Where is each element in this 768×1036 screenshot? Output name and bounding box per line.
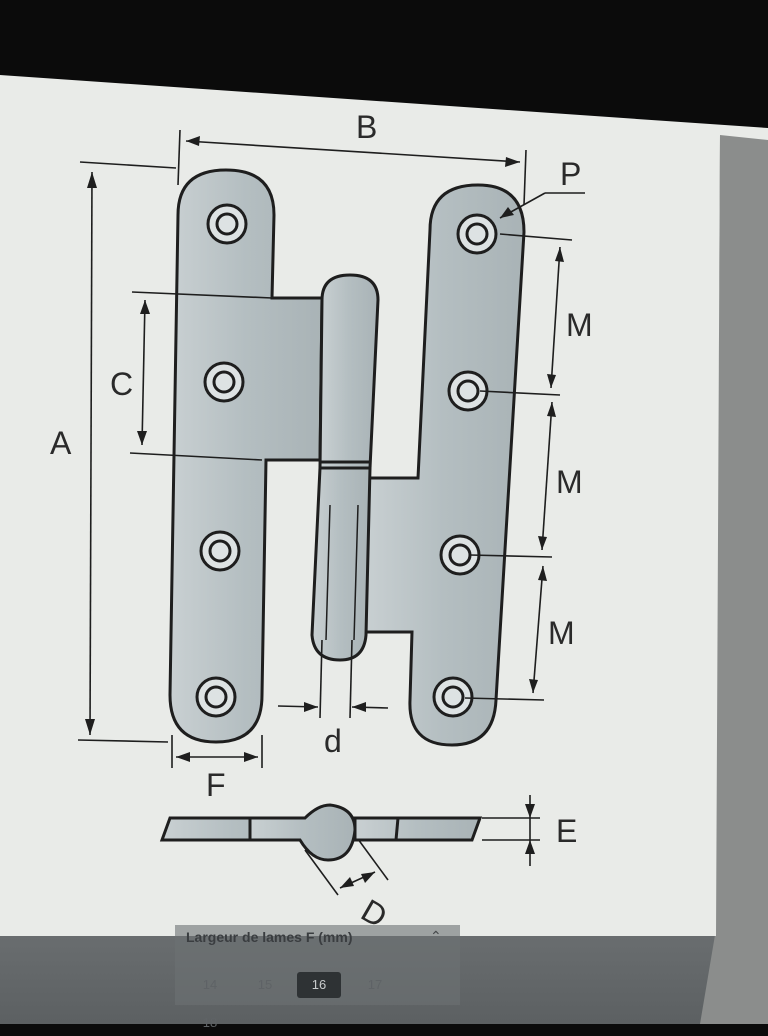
label-C: C xyxy=(110,366,133,402)
label-E: E xyxy=(556,813,577,849)
label-F: F xyxy=(206,767,226,803)
filter-option-14[interactable]: 14 xyxy=(202,977,218,992)
label-M-3: M xyxy=(548,615,575,651)
label-B: B xyxy=(356,109,377,145)
arrowheads xyxy=(85,136,564,888)
filter-title: Largeur de lames F (mm) xyxy=(186,929,353,945)
filter-option-18[interactable]: 18 xyxy=(202,1015,218,1030)
right-leaf xyxy=(360,183,526,747)
label-A: A xyxy=(50,425,72,461)
filter-option-17[interactable]: 17 xyxy=(367,977,383,992)
hinge-pin-bottom xyxy=(310,466,372,662)
hinge-drawing xyxy=(168,168,526,747)
label-P: P xyxy=(560,156,581,192)
hinge-side-view xyxy=(159,803,483,862)
chevron-up-icon[interactable]: ⌃ xyxy=(430,928,442,944)
filter-option-16-selected[interactable]: 16 xyxy=(297,972,341,998)
label-d: d xyxy=(324,723,342,759)
page-background-right xyxy=(700,130,768,1024)
filter-option-15[interactable]: 15 xyxy=(257,977,273,992)
label-M-2: M xyxy=(556,464,583,500)
hinge-pin-top xyxy=(318,273,380,470)
label-M-1: M xyxy=(566,307,593,343)
